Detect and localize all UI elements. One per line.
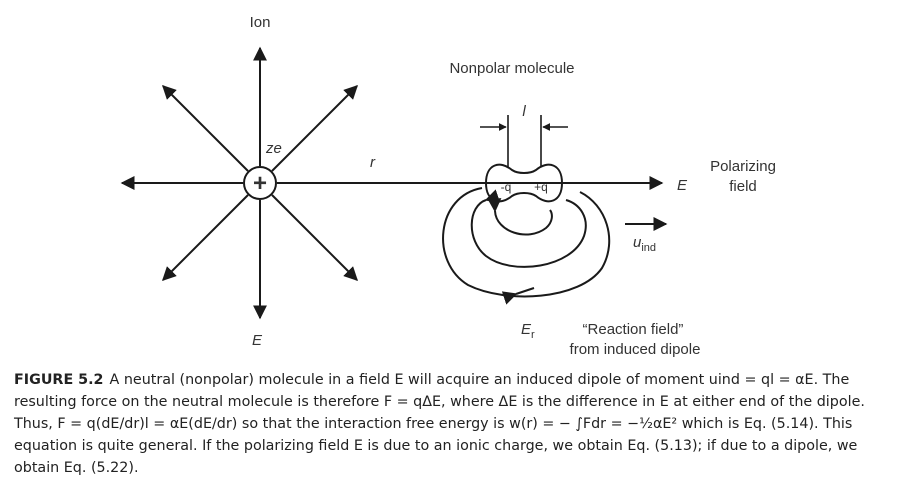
reaction-loop-middle [470,189,587,268]
reaction-loop-inner [487,198,553,236]
separation-label: l [522,103,526,120]
reaction-label-line1: “Reaction field” [583,321,684,338]
separation-marker [480,115,568,168]
reaction-label-line2: from induced dipole [570,341,701,358]
field-arrow-upleft [162,85,249,172]
induced-dipole-label: uind [633,234,656,254]
neg-charge-label: -q [501,180,512,194]
ion-label: Ion [250,14,271,31]
field-arrow-downright [271,194,358,281]
ion-field-label: E [252,332,263,349]
field-arrow-downleft [162,194,249,281]
distance-label: r [370,154,376,171]
figure-label: FIGURE 5.2 [14,372,104,388]
polarizing-label-line2: field [729,178,757,195]
ion-sign: + [253,170,267,197]
field-arrow-upright [271,85,358,172]
ion-field-arrows [120,46,358,320]
ion-charge-label: ze [265,140,282,157]
field-label: E [677,177,688,194]
induced-dipole-diagram: + Ion ze E r Nonpolar molecule l -q +q E… [120,14,776,358]
reaction-loop-outer [442,187,611,298]
reaction-field-loops [442,187,611,298]
pos-charge-label: +q [534,180,548,194]
reaction-field-symbol: Er [521,321,535,341]
ion-circle [243,166,277,200]
polarizing-label-line1: Polarizing [710,158,776,175]
caption-text: A neutral (nonpolar) molecule in a field… [14,372,865,476]
molecule-title: Nonpolar molecule [449,60,574,77]
